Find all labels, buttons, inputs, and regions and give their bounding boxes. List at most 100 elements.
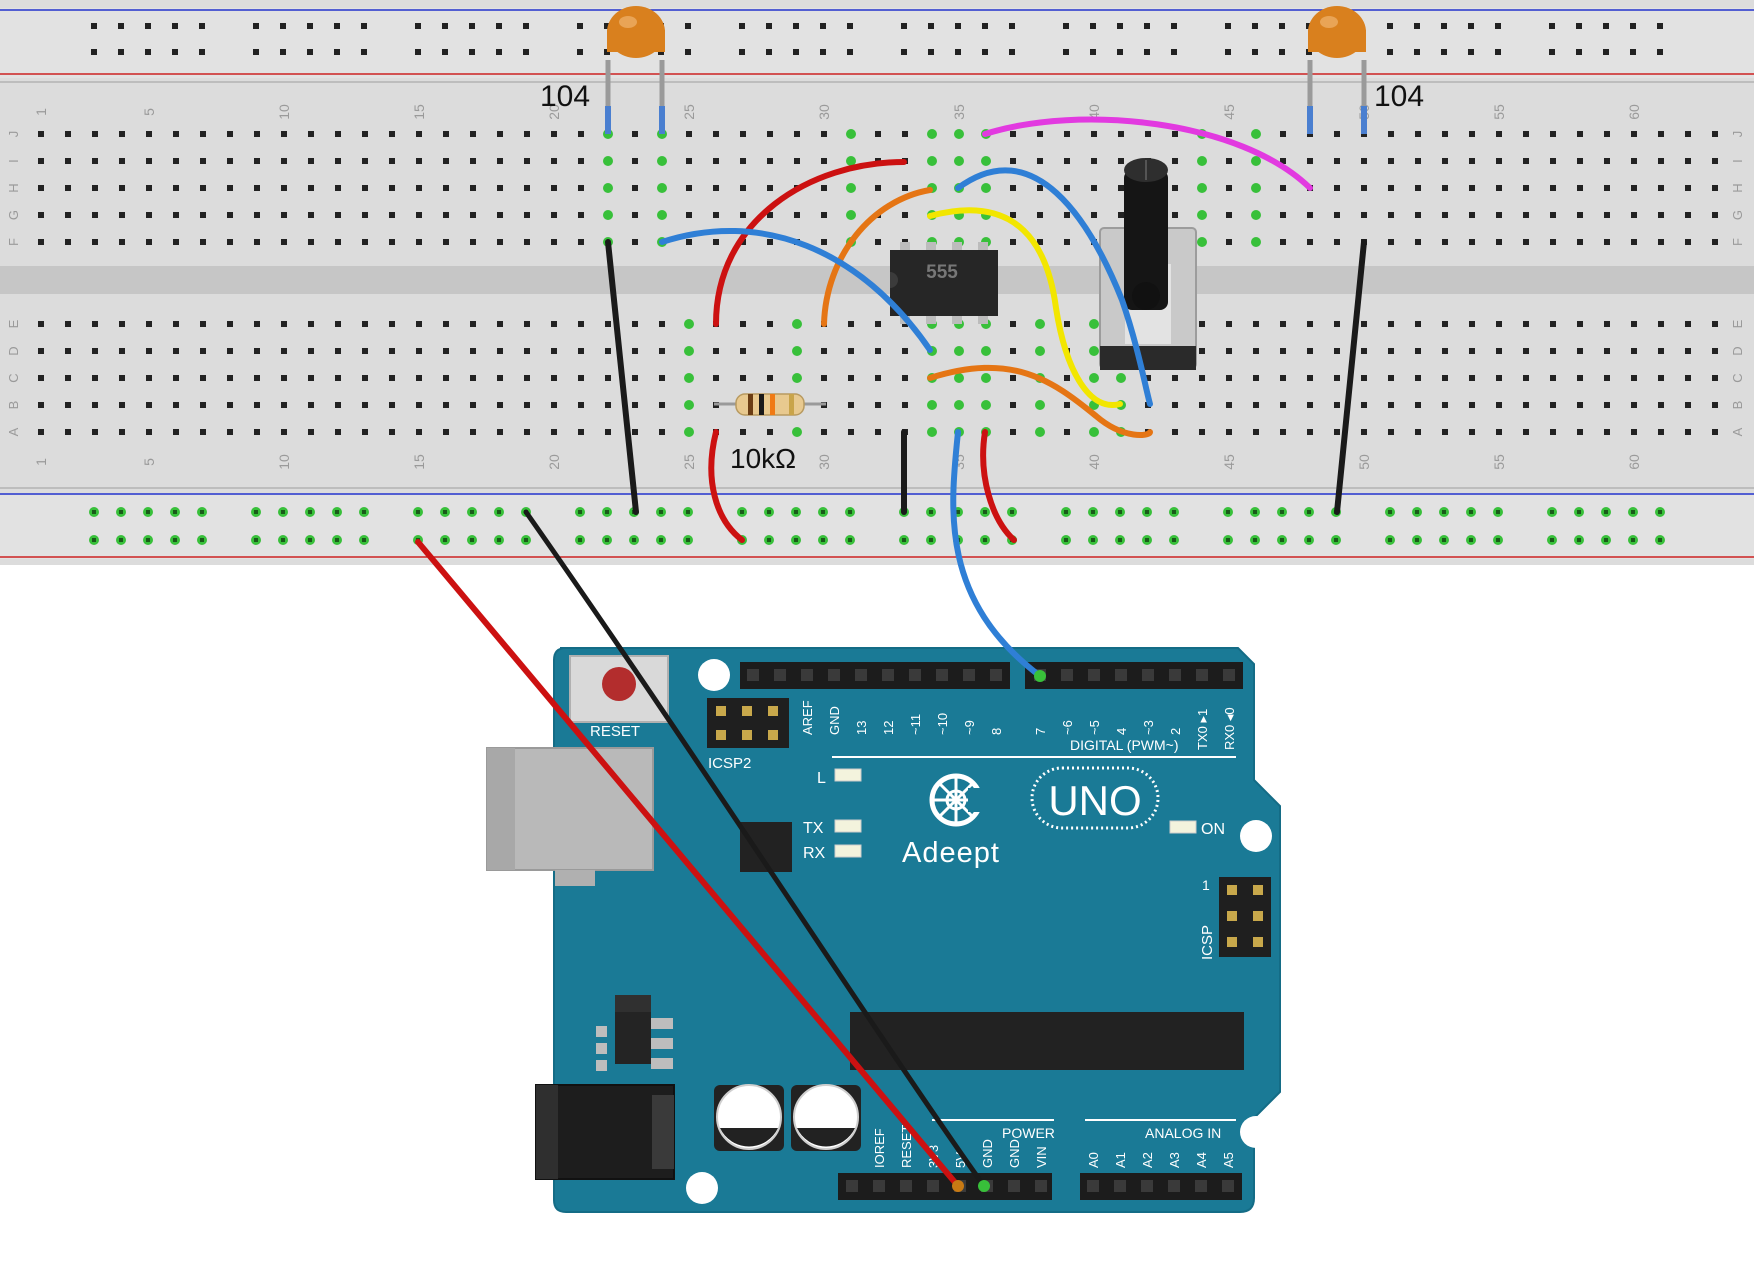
breadboard-hole: [281, 131, 287, 137]
breadboard-hole: [551, 321, 557, 327]
breadboard-hole: [470, 185, 476, 191]
breadboard-hole: [767, 212, 773, 218]
rail-hole: [280, 49, 286, 55]
column-number: 30: [816, 104, 832, 120]
breadboard-hole: [1442, 131, 1448, 137]
column-number: 10: [276, 104, 292, 120]
header-pin[interactable]: [1168, 1180, 1180, 1192]
breadboard-hole: [1307, 321, 1313, 327]
breadboard-hole: [524, 239, 530, 245]
breadboard-hole: [1307, 158, 1313, 164]
rail-hole-center: [1280, 510, 1284, 514]
header-pin[interactable]: [1035, 1180, 1047, 1192]
row-letter: E: [1730, 319, 1745, 328]
analog-pins: [1087, 1180, 1234, 1192]
reset-button[interactable]: [569, 655, 669, 723]
breadboard-hole: [1172, 429, 1178, 435]
breadboard-hole: [173, 348, 179, 354]
header-pin[interactable]: [846, 1180, 858, 1192]
rail-hole-center: [1091, 538, 1095, 542]
rail-hole: [685, 49, 691, 55]
breadboard-hole: [821, 131, 827, 137]
breadboard-hole: [416, 321, 422, 327]
header-pin[interactable]: [801, 669, 813, 681]
header-pin[interactable]: [1223, 669, 1235, 681]
wire-blue-arduino-d7: [950, 429, 1043, 679]
header-pin[interactable]: [1115, 669, 1127, 681]
breadboard-hole: [1631, 158, 1637, 164]
header-pin[interactable]: [1169, 669, 1181, 681]
breadboard-hole: [92, 402, 98, 408]
header-pin[interactable]: [909, 669, 921, 681]
header-pin[interactable]: [1196, 669, 1208, 681]
breadboard-hole: [551, 429, 557, 435]
header-pin[interactable]: [1088, 669, 1100, 681]
breadboard-hole: [821, 212, 827, 218]
header-pin[interactable]: [1087, 1180, 1099, 1192]
rail-hole: [1495, 49, 1501, 55]
header-pin[interactable]: [1008, 1180, 1020, 1192]
header-pin[interactable]: [747, 669, 759, 681]
resistor-10k: [714, 393, 826, 416]
rail-hole-center: [1415, 538, 1419, 542]
header-pin[interactable]: [828, 669, 840, 681]
rail-hole-center: [848, 510, 852, 514]
column-number: 55: [1491, 104, 1507, 120]
breadboard-hole: [1010, 348, 1016, 354]
header-pin[interactable]: [774, 669, 786, 681]
analog-header: [1080, 1173, 1242, 1200]
breadboard-hole: [578, 429, 584, 435]
rail-hole: [604, 23, 610, 29]
pin-label: RX0 ◂0: [1222, 707, 1237, 750]
rail-hole: [199, 49, 205, 55]
breadboard-hole: [1361, 185, 1367, 191]
header-pin[interactable]: [990, 669, 1002, 681]
header-pin[interactable]: [855, 669, 867, 681]
header-pin[interactable]: [1141, 1180, 1153, 1192]
breadboard-hole: [497, 375, 503, 381]
rail-hole: [928, 23, 934, 29]
breadboard-hole: [1172, 375, 1178, 381]
connected-hole: [1089, 427, 1099, 437]
rail-hole-center: [929, 510, 933, 514]
pin-label: ~11: [908, 714, 923, 735]
rail-hole-center: [848, 538, 852, 542]
breadboard-hole: [1334, 321, 1340, 327]
wire-yellow: [927, 207, 1123, 408]
breadboard-hole: [1523, 131, 1529, 137]
breadboard-hole: [362, 429, 368, 435]
header-pin[interactable]: [873, 1180, 885, 1192]
breadboard-hole: [1469, 321, 1475, 327]
header-pin[interactable]: [900, 1180, 912, 1192]
mounting-hole: [1240, 820, 1272, 852]
header-pin[interactable]: [1114, 1180, 1126, 1192]
breadboard-hole: [821, 375, 827, 381]
rail-hole-center: [1577, 538, 1581, 542]
breadboard-hole: [281, 375, 287, 381]
pin-label: 4: [1114, 728, 1129, 735]
breadboard-hole: [389, 239, 395, 245]
rail-hole-center: [1118, 510, 1122, 514]
row-letter: C: [6, 373, 21, 382]
breadboard-hole: [740, 158, 746, 164]
header-pin[interactable]: [1195, 1180, 1207, 1192]
breadboard-hole: [767, 158, 773, 164]
header-pin[interactable]: [882, 669, 894, 681]
header-pin[interactable]: [927, 1180, 939, 1192]
rail-hole: [280, 23, 286, 29]
breadboard-hole: [1010, 321, 1016, 327]
header-pin[interactable]: [963, 669, 975, 681]
header-pin[interactable]: [936, 669, 948, 681]
breadboard-hole: [1253, 348, 1259, 354]
connected-hole: [684, 427, 694, 437]
header-pin[interactable]: [1222, 1180, 1234, 1192]
breadboard-hole: [254, 321, 260, 327]
header-pin[interactable]: [1061, 669, 1073, 681]
breadboard-hole: [1037, 158, 1043, 164]
breadboard-hole: [200, 402, 206, 408]
rail-hole: [307, 23, 313, 29]
breadboard-hole: [308, 429, 314, 435]
header-pin[interactable]: [1142, 669, 1154, 681]
rail-hole: [1171, 49, 1177, 55]
breadboard-hole: [1334, 185, 1340, 191]
